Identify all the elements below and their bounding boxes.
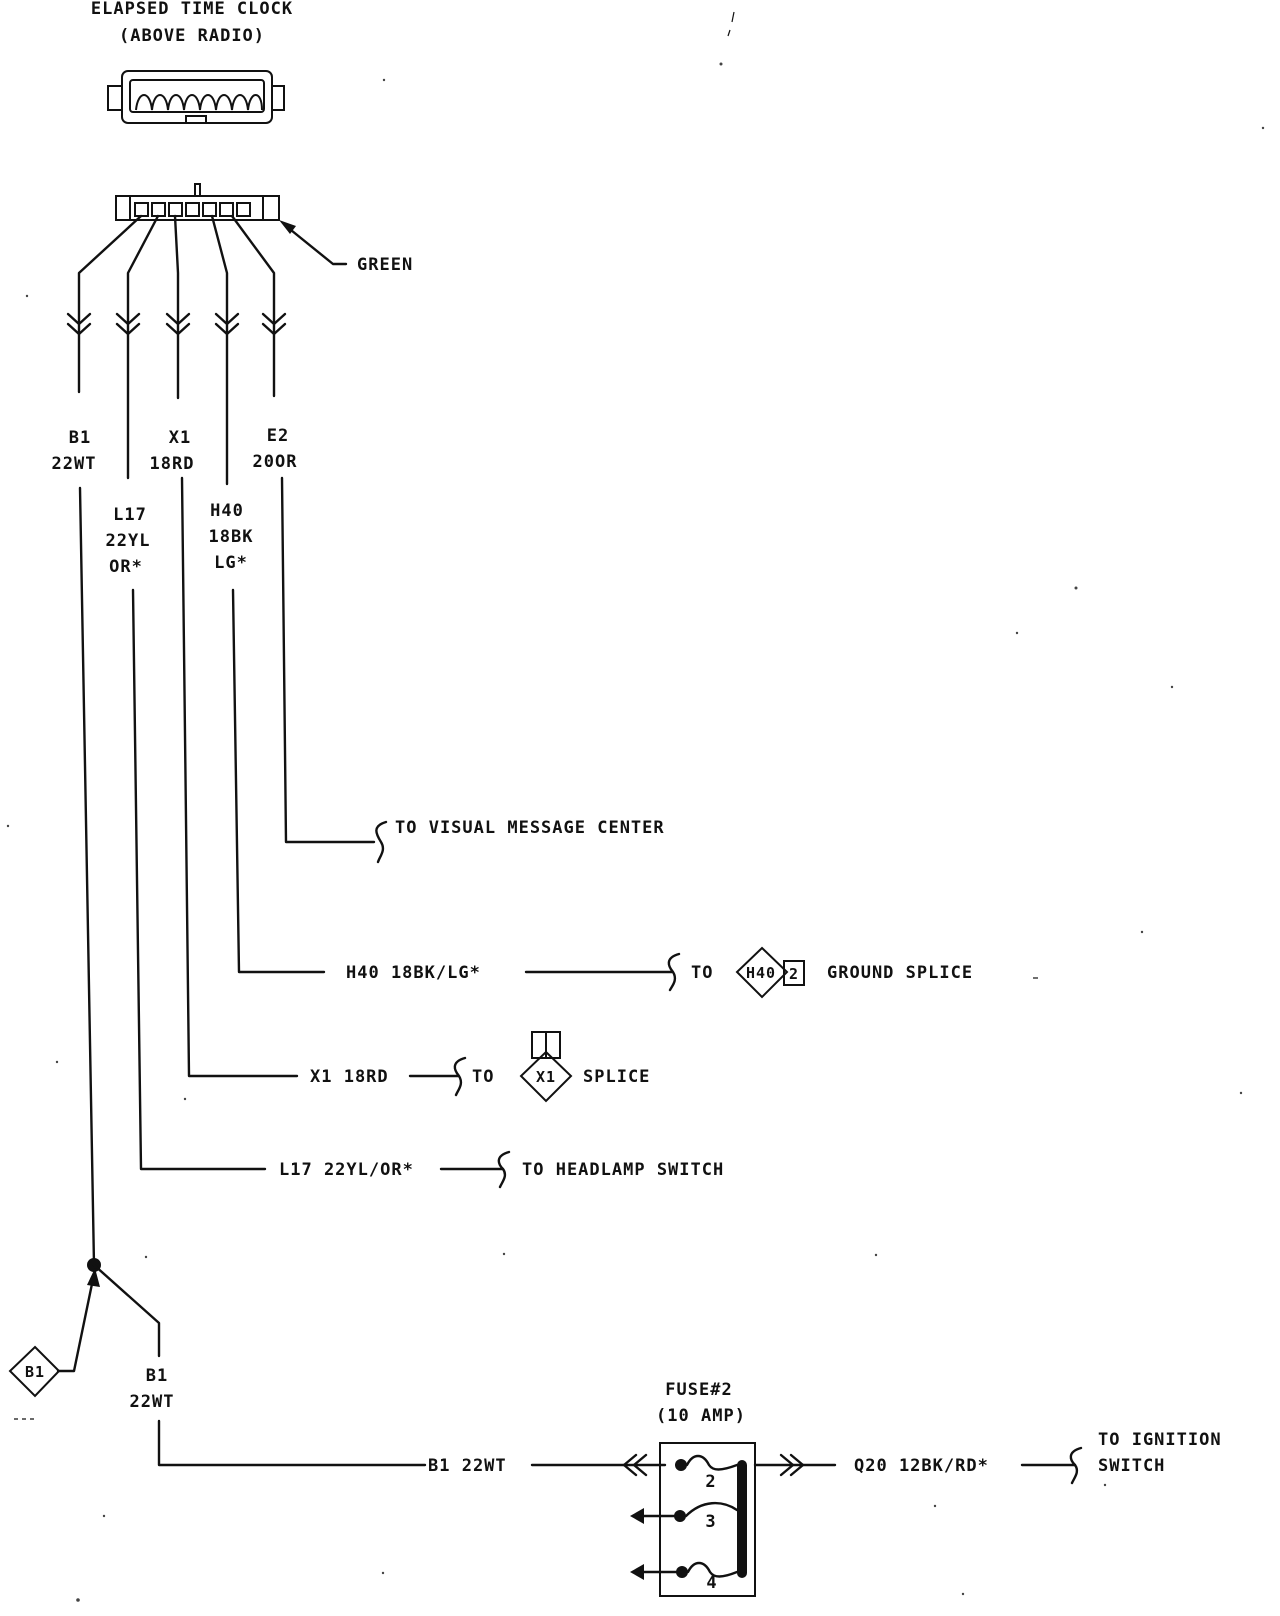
svg-text:20OR: 20OR — [253, 452, 298, 472]
svg-text:18BK: 18BK — [209, 527, 254, 547]
svg-text:E2: E2 — [267, 426, 289, 446]
wire-label-x1: X1 18RD — [150, 428, 195, 474]
ground-splice-symbol: H40 2 — [735, 946, 805, 999]
svg-text:B1: B1 — [25, 1363, 45, 1381]
h40-destination: GROUND SPLICE — [827, 963, 973, 983]
harness-connector — [115, 183, 280, 221]
x1-run-label: X1 18RD — [310, 1067, 389, 1087]
svg-text:18RD: 18RD — [150, 454, 195, 474]
wire-label-e2: E2 20OR — [253, 426, 298, 472]
scan-specks — [6, 11, 1265, 1602]
e2-destination: TO VISUAL MESSAGE CENTER — [395, 818, 665, 838]
svg-text:B1: B1 — [69, 428, 91, 448]
svg-text:X1: X1 — [169, 428, 191, 448]
fuse-block: 2 3 4 — [630, 1442, 756, 1597]
svg-text:L17: L17 — [113, 505, 147, 525]
h40-run-label: H40 18BK/LG* — [346, 963, 481, 983]
wire-label-h40: H40 18BK LG* — [209, 501, 254, 573]
x1-splice-symbol: X1 — [519, 1031, 573, 1103]
l17-destination: TO HEADLAMP SWITCH — [522, 1160, 724, 1180]
x1-to: TO — [472, 1067, 494, 1087]
svg-text:LG*: LG* — [214, 553, 248, 573]
svg-text:4: 4 — [706, 1573, 717, 1593]
svg-text:2: 2 — [789, 965, 799, 983]
svg-text:OR*: OR* — [109, 557, 143, 577]
fuse-rating: (10 AMP) — [656, 1406, 746, 1426]
svg-text:2: 2 — [705, 1472, 716, 1492]
svg-text:B1: B1 — [146, 1366, 168, 1386]
l17-run-label: L17 22YL/OR* — [279, 1160, 414, 1180]
svg-text:3: 3 — [705, 1512, 716, 1532]
svg-text:22YL: 22YL — [106, 531, 151, 551]
component-title: ELAPSED TIME CLOCK — [91, 0, 293, 19]
wire-label-l17: L17 22YL OR* — [106, 505, 151, 577]
b1-diamond-symbol: B1 — [8, 1345, 61, 1398]
svg-text:H40: H40 — [746, 964, 776, 982]
clock-connector — [107, 70, 285, 124]
ignition-destination-line2: SWITCH — [1098, 1456, 1165, 1476]
wire-label-b1: B1 22WT — [52, 428, 97, 474]
connector-color-label: GREEN — [357, 255, 413, 275]
svg-text:22WT: 22WT — [130, 1392, 175, 1412]
q20-run-label: Q20 12BK/RD* — [854, 1456, 989, 1476]
svg-text:H40: H40 — [210, 501, 244, 521]
h40-to: TO — [691, 963, 713, 983]
svg-text:X1: X1 — [536, 1068, 556, 1086]
b1-run-label: B1 22WT — [428, 1456, 507, 1476]
svg-text:22WT: 22WT — [52, 454, 97, 474]
b1-branch-label: B1 22WT — [130, 1366, 175, 1412]
ignition-destination-line1: TO IGNITION — [1098, 1430, 1222, 1450]
x1-destination: SPLICE — [583, 1067, 650, 1087]
fuse-title: FUSE#2 — [665, 1380, 732, 1400]
component-location: (ABOVE RADIO) — [119, 26, 265, 46]
